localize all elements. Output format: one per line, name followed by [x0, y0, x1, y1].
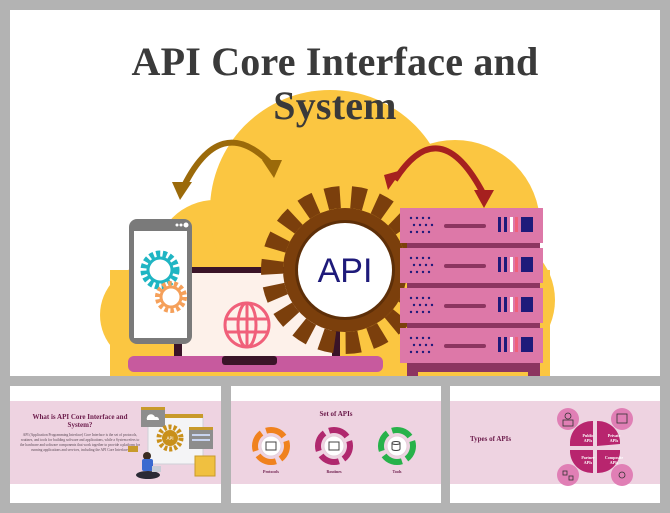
thumb1-body: API (Application Programming Interface) …: [20, 433, 140, 452]
routines-label: Routines: [326, 469, 342, 474]
tools-icon: [378, 427, 416, 465]
protocols-label: Protocols: [263, 469, 279, 474]
api-types-diagram: [557, 408, 633, 486]
arrowhead: [172, 182, 192, 200]
composite-api-icon: [611, 464, 633, 486]
thumb3-title: Types of APIs: [470, 435, 512, 443]
main-slide-preview[interactable]: API: [10, 10, 660, 376]
sync-arrow-left-icon: [179, 139, 275, 192]
private-api-icon: [611, 408, 633, 430]
thumbnail-slide-2[interactable]: Set of APIs Protocols Routines Tools: [231, 386, 441, 503]
globe-icon: [223, 301, 271, 349]
gear-teal-icon: [140, 250, 180, 290]
server-rack-icon: [400, 208, 543, 376]
developer-api-illustration: API: [128, 407, 216, 479]
svg-text:API: API: [166, 436, 173, 442]
thumb1-title: What is API Core Interface and System?: [32, 413, 128, 429]
title-line-1: API Core Interface and: [131, 39, 539, 84]
thumbnail-slide-1[interactable]: What is API Core Interface and System? A…: [10, 386, 221, 503]
api-gear-label: API: [318, 252, 373, 290]
ring-icons: [252, 427, 416, 465]
routines-icon: [315, 427, 353, 465]
thumb2-title: Set of APIs: [319, 410, 353, 418]
title-line-2: System: [273, 83, 397, 128]
sync-arrow-right-icon: [392, 145, 487, 197]
partner-api-icon: [557, 464, 579, 486]
tools-label: Tools: [392, 469, 402, 474]
slide-title: API Core Interface and System: [10, 40, 660, 128]
gear-orange-icon: [155, 281, 187, 313]
protocols-icon: [252, 427, 290, 465]
api-illustration: API: [100, 90, 555, 376]
